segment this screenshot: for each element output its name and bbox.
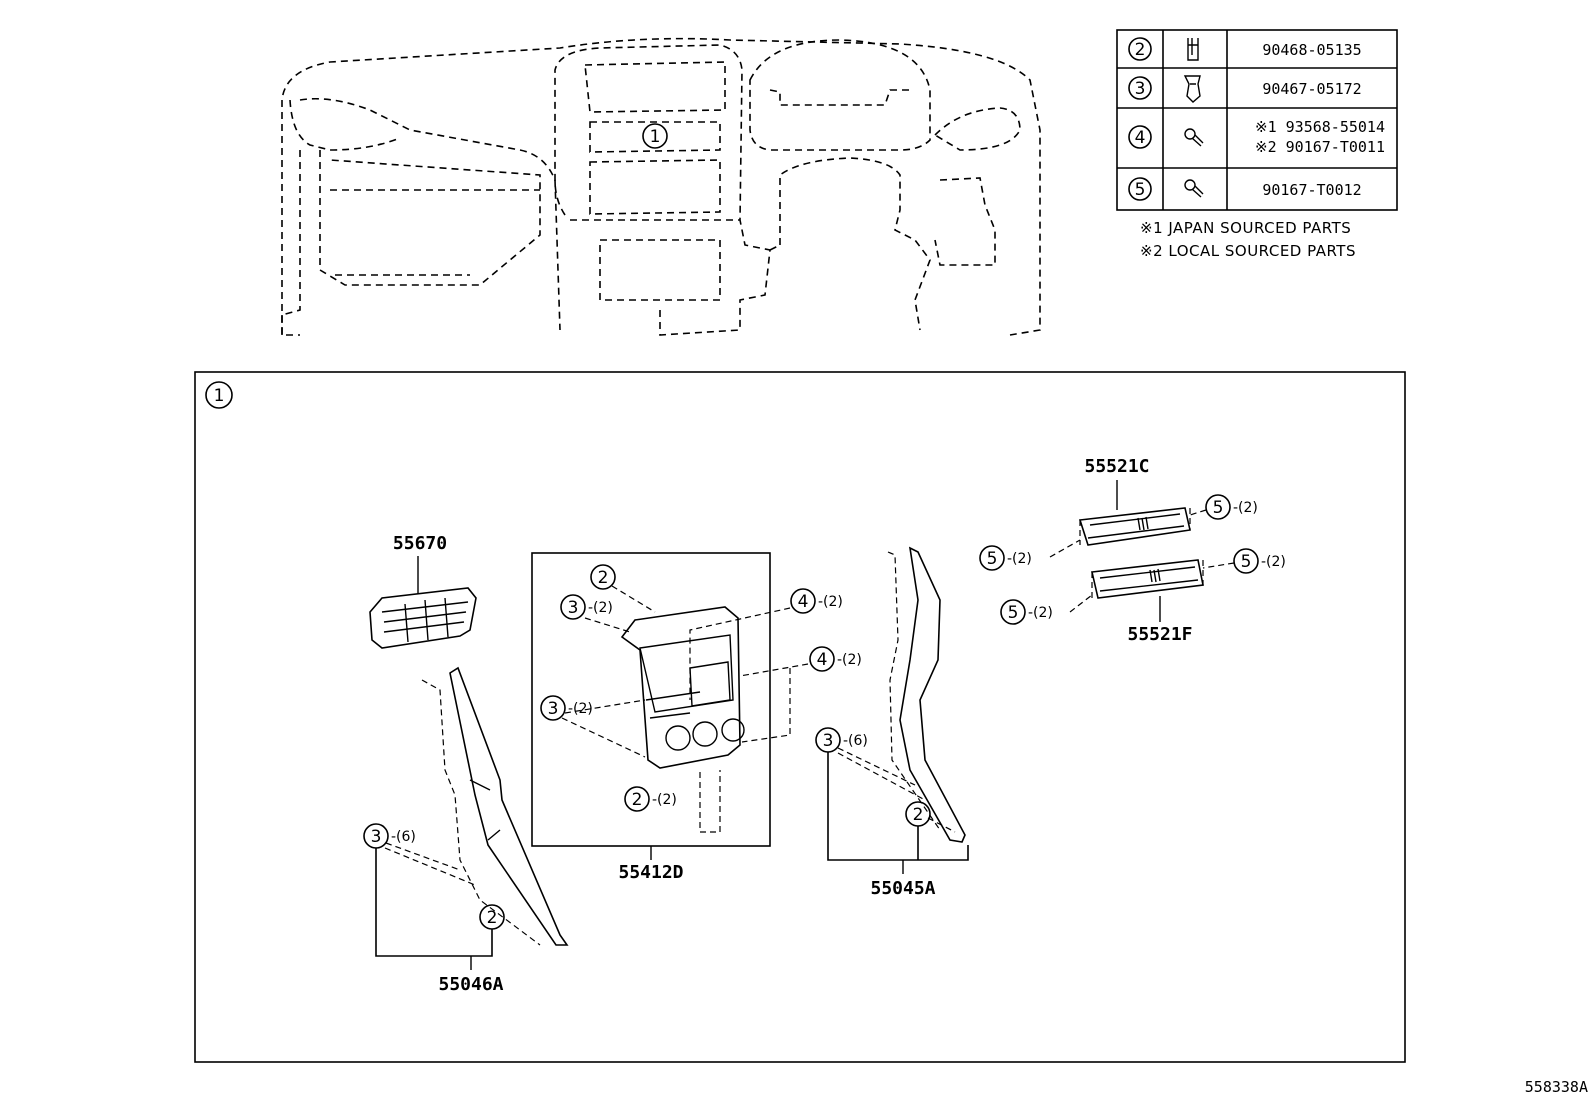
detail-callout-circle bbox=[205, 381, 233, 409]
callout-quantity: -(2) bbox=[818, 594, 843, 610]
callout-quantity: -(2) bbox=[1028, 605, 1053, 621]
callout-number: 2 bbox=[598, 568, 609, 588]
legend-part-number-alt: ※2 90167-T0011 bbox=[1255, 138, 1385, 156]
callout-number: 5 bbox=[987, 549, 998, 569]
clip-retainer-icon bbox=[1183, 75, 1201, 103]
callout-number: 4 bbox=[817, 650, 828, 670]
legend-row-number: 5 bbox=[1135, 180, 1146, 200]
callout-number: 5 bbox=[1008, 603, 1019, 623]
illustration-reference: 558338A bbox=[1525, 1078, 1588, 1096]
part-55046A: 3 -(6) 2 55046A bbox=[363, 666, 569, 995]
part-number-label: 55670 bbox=[393, 533, 447, 554]
screw-icon bbox=[1184, 128, 1204, 147]
callout-quantity: -(6) bbox=[391, 829, 416, 845]
callout-quantity: -(2) bbox=[652, 792, 677, 808]
part-55670: 55670 bbox=[369, 533, 477, 649]
callout-quantity: -(2) bbox=[1261, 554, 1286, 570]
legend-row-number: 2 bbox=[1135, 40, 1146, 60]
callout-number: 4 bbox=[798, 592, 809, 612]
part-number-label: 55521C bbox=[1084, 456, 1149, 477]
part-55521C: 55521C 5 -(2) 5 -(2) bbox=[979, 456, 1258, 571]
legend-row: 4 ※1 93568-55014 ※2 90167-T0011 bbox=[1128, 118, 1385, 156]
screw-icon bbox=[1184, 179, 1204, 198]
legend-row: 2 90468-05135 bbox=[1128, 37, 1362, 61]
detail-callout-number: 1 bbox=[214, 386, 225, 406]
part-number-label: 55521F bbox=[1127, 624, 1192, 645]
legend-row-number: 3 bbox=[1135, 79, 1146, 99]
callout-quantity: -(6) bbox=[843, 733, 868, 749]
legend-part-number: 90167-T0012 bbox=[1262, 181, 1361, 199]
part-55521F: 5 -(2) 5 -(2) 55521F bbox=[1000, 548, 1286, 645]
part-number-label: 55046A bbox=[438, 974, 503, 995]
part-number-label: 55045A bbox=[870, 878, 935, 899]
legend-part-number: ※1 93568-55014 bbox=[1255, 118, 1385, 136]
callout-quantity: -(2) bbox=[1233, 500, 1258, 516]
legend-part-number: 90467-05172 bbox=[1262, 80, 1361, 98]
callout-number: 3 bbox=[548, 699, 559, 719]
legend-row: 3 90467-05172 bbox=[1128, 75, 1362, 103]
callout-number: 5 bbox=[1213, 498, 1224, 518]
callout-quantity: -(2) bbox=[837, 652, 862, 668]
legend-row: 5 90167-T0012 bbox=[1128, 177, 1362, 201]
callout-quantity: -(2) bbox=[568, 701, 593, 717]
part-number-label: 55412D bbox=[618, 862, 683, 883]
callout-number: 2 bbox=[487, 908, 498, 928]
part-55045A: 3 -(6) 2 55045A bbox=[815, 546, 969, 899]
overview-callout-number: 1 bbox=[650, 127, 661, 147]
callout-number: 5 bbox=[1241, 552, 1252, 572]
dashboard-overview: 1 bbox=[281, 37, 1041, 336]
fastener-legend-table: 2 90468-05135 3 90467-05172 4 ※1 93568-5… bbox=[1116, 29, 1398, 211]
part-55412D: 2 3 -(2) 4 -(2) 4 -(2) 3 -(2) 2 -(2) 554… bbox=[531, 552, 862, 883]
callout-quantity: -(2) bbox=[1007, 551, 1032, 567]
callout-number: 3 bbox=[568, 598, 579, 618]
callout-number: 3 bbox=[823, 731, 834, 751]
legend-row-number: 4 bbox=[1135, 128, 1146, 148]
callout-quantity: -(2) bbox=[588, 600, 613, 616]
legend-note: ※2 LOCAL SOURCED PARTS bbox=[1140, 242, 1356, 260]
callout-number: 3 bbox=[371, 827, 382, 847]
callout-number: 2 bbox=[913, 805, 924, 825]
callout-number: 2 bbox=[632, 790, 643, 810]
legend-note: ※1 JAPAN SOURCED PARTS bbox=[1140, 219, 1351, 237]
overview-callout-circle bbox=[642, 123, 668, 149]
clip-icon bbox=[1187, 38, 1199, 61]
detail-frame bbox=[194, 371, 1406, 1063]
legend-part-number: 90468-05135 bbox=[1262, 41, 1361, 59]
